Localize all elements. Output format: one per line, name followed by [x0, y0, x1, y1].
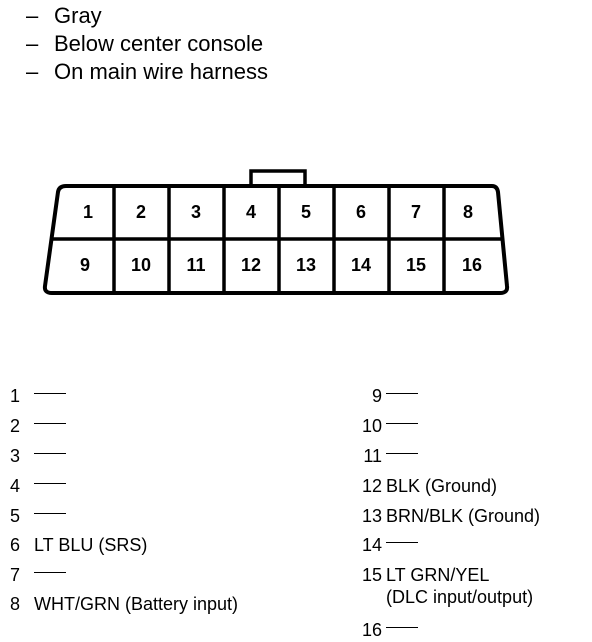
pin-13-label: 13: [296, 255, 316, 275]
pin-2-label: 2: [136, 202, 146, 222]
no-connection-line: [34, 392, 66, 394]
pin-12-label: 12: [241, 255, 261, 275]
pin-7-label: 7: [411, 202, 421, 222]
pin-15-label: 15: [406, 255, 426, 275]
connector-notes: –Gray –Below center console –On main wir…: [26, 2, 268, 86]
connector-housing: [42, 184, 510, 295]
note-harness: –On main wire harness: [26, 59, 268, 84]
pin-row-11: 11: [352, 445, 418, 467]
connector-bottom-dividers: [112, 239, 446, 293]
no-connection-line: [386, 541, 418, 543]
pin-11-label: 11: [186, 255, 205, 275]
connector-top-dividers: [112, 186, 446, 239]
pin-8-label: 8: [463, 202, 473, 222]
no-connection-line: [34, 512, 66, 514]
note-color: –Gray: [26, 3, 102, 28]
connector-row2-labels: 9 10 11 12 13 14 15 16: [80, 255, 482, 275]
pin-row-1: 1: [10, 385, 66, 407]
no-connection-line: [34, 482, 66, 484]
note-location: –Below center console: [26, 31, 264, 56]
pin-4-label: 4: [246, 202, 256, 222]
connector-row1-labels: 1 2 3 4 5 6 7 8: [83, 202, 473, 222]
pin-5-label: 5: [301, 202, 311, 222]
pin-row-16: 16: [352, 619, 418, 641]
no-connection-line: [386, 392, 418, 394]
pin-row-3: 3: [10, 445, 66, 467]
pin-row-10: 10: [352, 415, 418, 437]
pin-9-label: 9: [80, 255, 90, 275]
pin-row-14: 14: [352, 534, 418, 556]
pin-10-label: 10: [131, 255, 151, 275]
no-connection-line: [34, 571, 66, 573]
pin-3-label: 3: [191, 202, 201, 222]
pin-16-label: 16: [462, 255, 482, 275]
dlc-connector-diagram: 1 2 3 4 5 6 7 8 9 10 11 12 13 14 15 16: [42, 169, 510, 295]
no-connection-line: [34, 422, 66, 424]
pin-6-label: 6: [356, 202, 366, 222]
no-connection-line: [386, 452, 418, 454]
pin-row-4: 4: [10, 475, 66, 497]
no-connection-line: [34, 452, 66, 454]
pin-row-9: 9: [352, 385, 418, 407]
connector-lock-tab: [249, 169, 307, 186]
no-connection-line: [386, 422, 418, 424]
pin-row-7: 7: [10, 564, 66, 586]
pin-row-5: 5: [10, 505, 66, 527]
pin-14-label: 14: [351, 255, 371, 275]
no-connection-line: [386, 626, 418, 628]
pin-1-label: 1: [83, 202, 93, 222]
pin-row-2: 2: [10, 415, 66, 437]
